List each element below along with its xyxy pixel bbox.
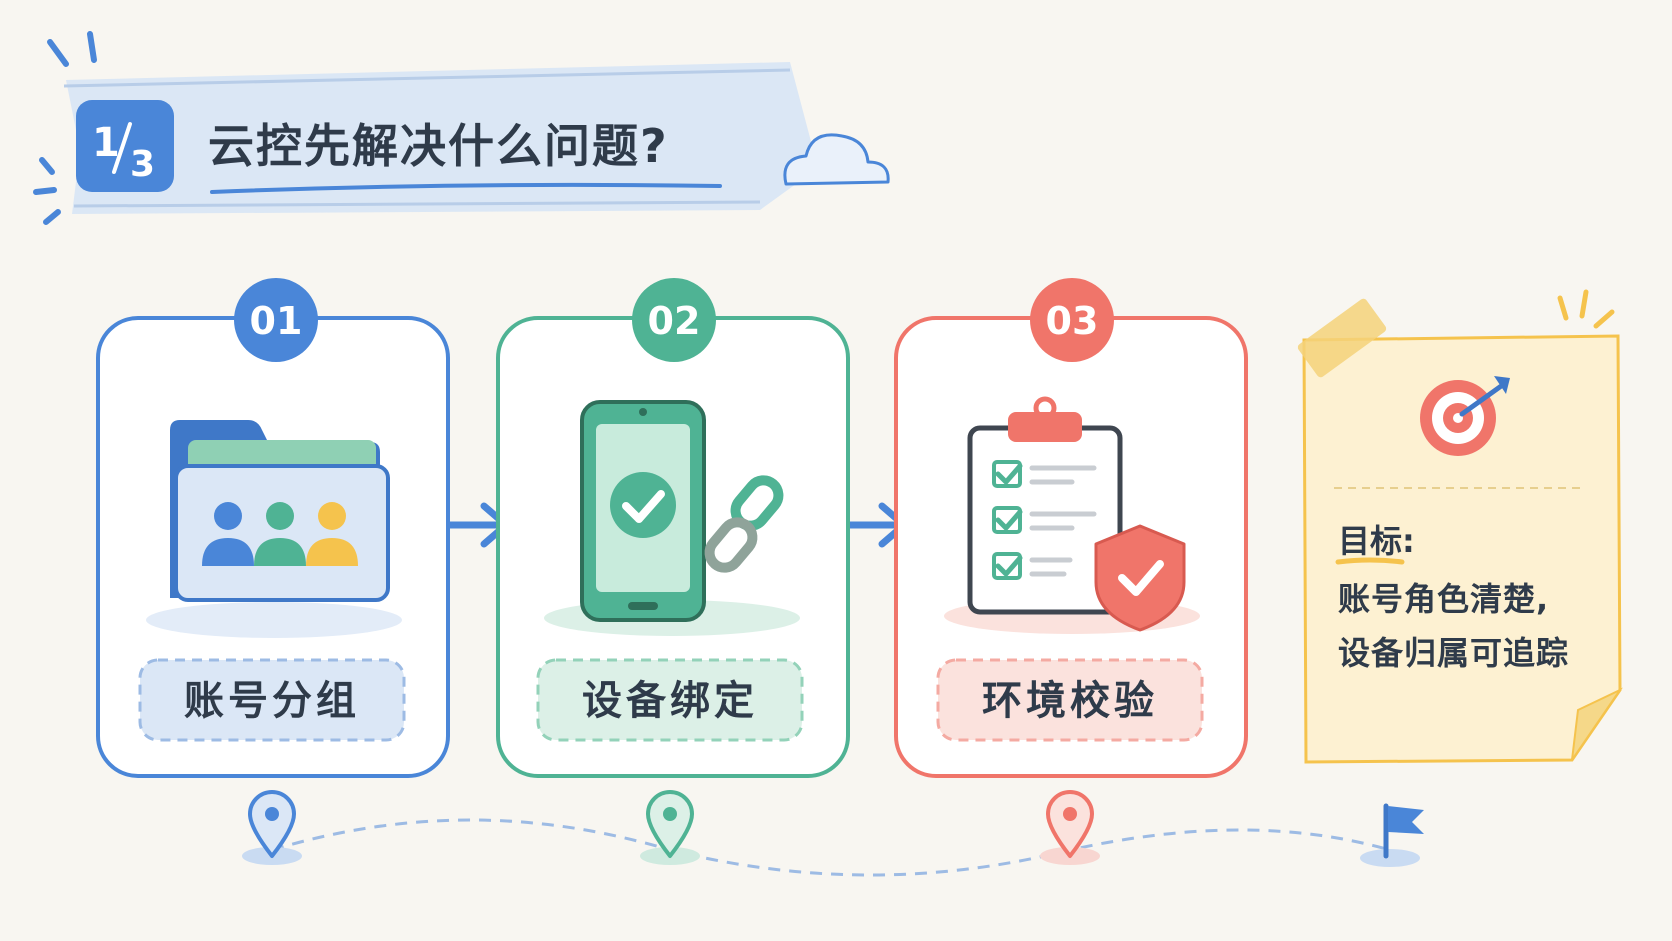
progress-badge: 1 3	[76, 100, 174, 192]
goal-note: 目标: 账号角色清楚, 设备归属可追踪	[1297, 289, 1623, 764]
badge-numerator: 1	[92, 120, 120, 166]
step-card: 03	[894, 278, 1248, 778]
location-pin-icon	[640, 790, 700, 865]
goal-line: 账号角色清楚,	[1338, 580, 1549, 618]
clipboard-shield-icon	[944, 396, 1200, 634]
target-icon	[1420, 376, 1510, 456]
flag-icon	[1360, 803, 1424, 867]
badge-denominator: 3	[130, 144, 155, 185]
step-card: 02 设备绑定	[496, 278, 850, 778]
location-pin-icon	[242, 790, 302, 865]
step-number: 03	[1046, 299, 1099, 343]
title-banner: 1 3 云控先解决什么问题?	[33, 31, 890, 225]
goal-title: 目标:	[1338, 522, 1415, 560]
step-number: 02	[648, 299, 701, 343]
page-title: 云控先解决什么问题?	[208, 119, 669, 173]
step-number: 01	[250, 299, 303, 343]
step-label: 环境校验	[982, 678, 1158, 724]
step-card: 01 账号分组	[96, 278, 450, 778]
folder-users-icon	[146, 420, 402, 638]
location-pin-icon	[1040, 790, 1100, 865]
step-label-box: 环境校验	[936, 658, 1204, 742]
step-label-box: 账号分组	[138, 658, 406, 742]
step-number-badge: 03	[1030, 278, 1114, 362]
cloud-icon	[783, 133, 890, 186]
progress-path	[242, 790, 1424, 877]
sparkle-icon	[33, 31, 97, 225]
sparkle-icon	[1557, 289, 1615, 329]
step-number-badge: 01	[234, 278, 318, 362]
phone-link-icon	[544, 400, 800, 636]
step-number-badge: 02	[632, 278, 716, 362]
step-label: 账号分组	[184, 678, 360, 724]
goal-line: 设备归属可追踪	[1338, 634, 1569, 672]
step-label-box: 设备绑定	[536, 658, 804, 742]
step-label: 设备绑定	[582, 678, 758, 724]
